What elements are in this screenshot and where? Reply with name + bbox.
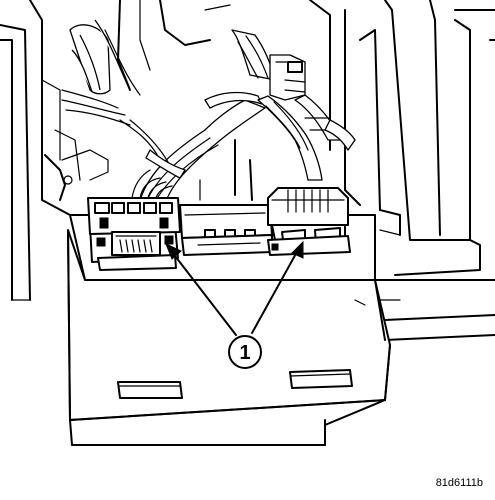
wire-harness-upper-center: [231, 29, 306, 101]
background-panel-structure: [0, 0, 495, 341]
module-center-features: [179, 204, 273, 256]
leader-line-right: [251, 249, 299, 334]
right-connector: [267, 187, 351, 256]
leader-line-left: [171, 251, 237, 336]
wire-harness-right-connector: [257, 94, 356, 181]
wire-harness-left-connector: [119, 91, 266, 206]
left-connector: [87, 169, 181, 271]
callout-leader-arrows: [165, 240, 304, 336]
callout-number: 1: [239, 342, 250, 364]
arrowhead-left: [165, 243, 182, 260]
figure-code: 81d6111b: [436, 477, 483, 489]
callout-marker: 1: [228, 335, 262, 369]
arrowhead-right: [291, 240, 304, 259]
wire-harness-upper-left: [61, 19, 141, 126]
callout-circle: [228, 335, 262, 369]
